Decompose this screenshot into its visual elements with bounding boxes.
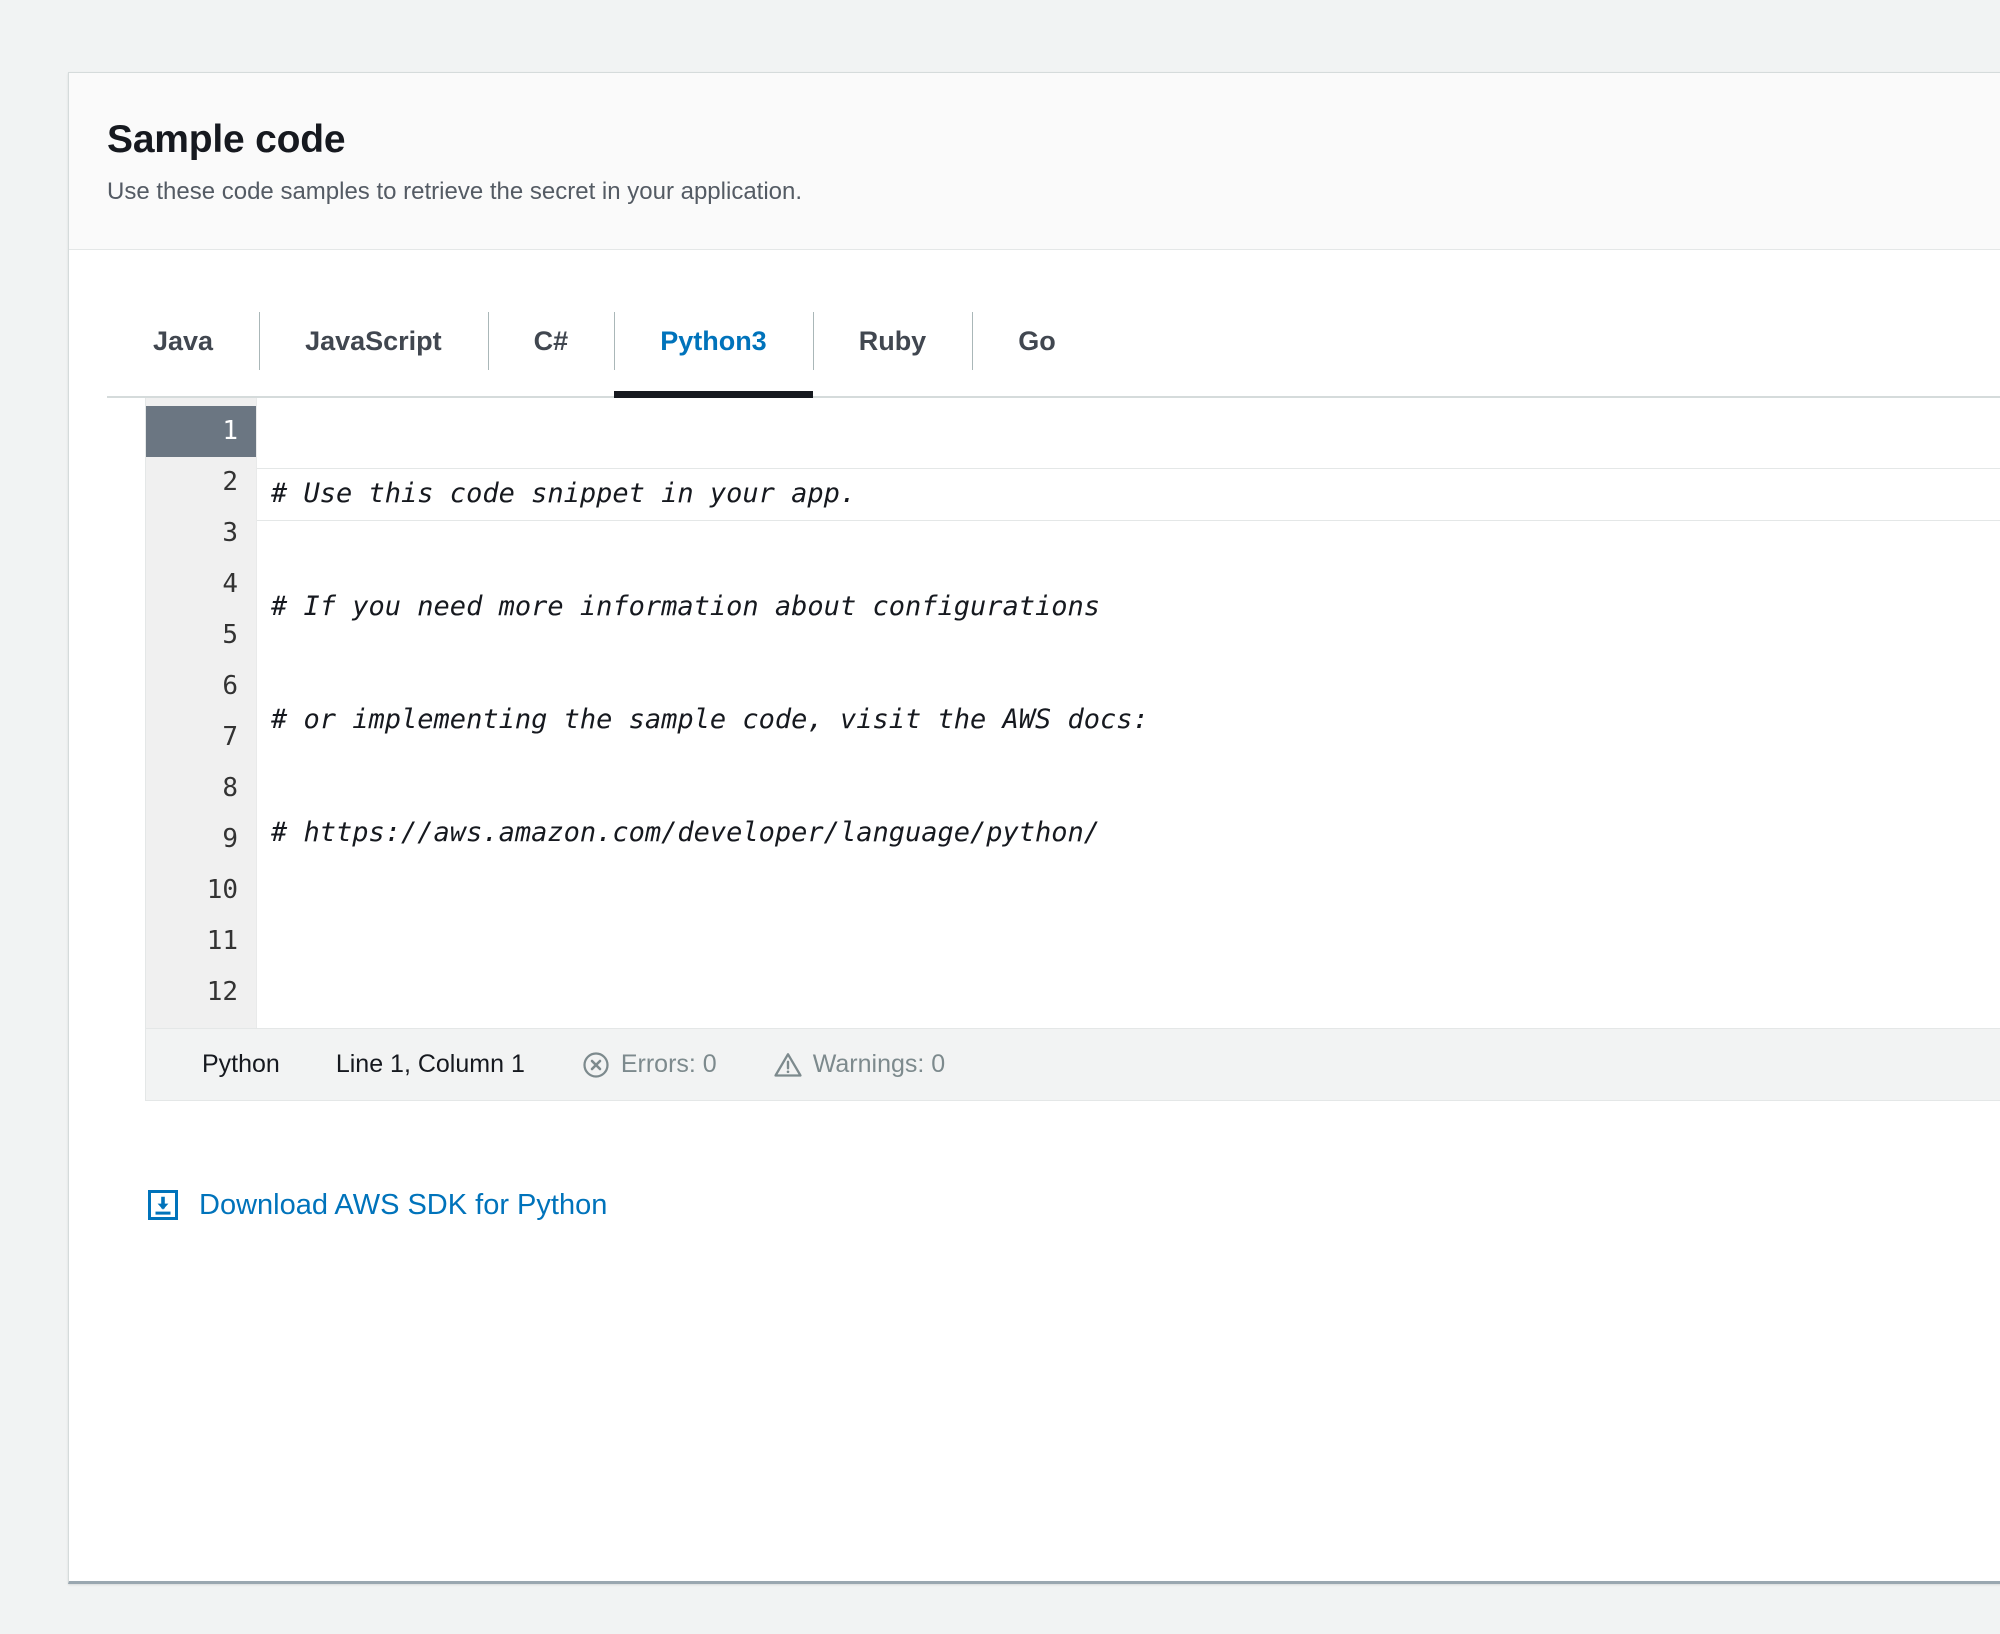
line-number: 12 (206, 977, 238, 1007)
code-line: # If you need more information about con… (271, 591, 1101, 622)
line-number: 9 (222, 824, 238, 854)
status-errors-label: Errors: 0 (620, 1050, 717, 1078)
code-text-area[interactable]: # Use this code snippet in your app. # I… (256, 398, 2000, 1028)
line-number: 4 (222, 569, 238, 599)
page-title: Sample code (107, 118, 346, 161)
download-link-label[interactable]: Download AWS SDK for Python (199, 1188, 608, 1221)
line-number: 7 (222, 722, 238, 752)
line-number: 2 (222, 467, 238, 497)
status-errors: Errors: 0 (581, 1050, 717, 1080)
tab-csharp[interactable]: C# (487, 286, 615, 396)
line-number: 3 (222, 518, 238, 548)
status-language-label: Python (202, 1050, 280, 1078)
status-warnings: Warnings: 0 (773, 1050, 945, 1080)
line-number: 8 (222, 773, 238, 803)
line-number-gutter: 1 2 3 4 5 6 7 8 9 10 11 12 13 14 15 (146, 398, 256, 1028)
line-number: 6 (222, 671, 238, 701)
tab-label: C# (533, 325, 569, 356)
tab-label: Ruby (858, 325, 927, 356)
error-circle-icon (581, 1050, 611, 1080)
code-line: # Use this code snippet in your app. (257, 468, 2000, 521)
line-number: 5 (222, 620, 238, 650)
tab-label: Go (1018, 325, 1056, 356)
line-number: 13 (146, 1018, 256, 1028)
code-editor-body[interactable]: 1 2 3 4 5 6 7 8 9 10 11 12 13 14 15 (146, 398, 2000, 1028)
tab-java[interactable]: Java (107, 286, 259, 396)
line-number: 1 (146, 406, 256, 457)
tabs-container: Java JavaScript C# Python3 Ruby Go 1 (69, 286, 2000, 1223)
tab-label: Python3 (660, 325, 767, 356)
code-editor[interactable]: 1 2 3 4 5 6 7 8 9 10 11 12 13 14 15 (145, 398, 2000, 1101)
line-number: 11 (206, 926, 238, 956)
tab-label: JavaScript (305, 325, 442, 356)
tab-ruby[interactable]: Ruby (812, 286, 973, 396)
card-header: Sample code Use these code samples to re… (69, 73, 2000, 250)
download-sdk-link[interactable]: Download AWS SDK for Python (145, 1187, 2000, 1223)
editor-status-bar: Python Line 1, Column 1 Errors: 0 (146, 1028, 2000, 1100)
line-number: 10 (206, 875, 238, 905)
page-subtitle: Use these code samples to retrieve the s… (107, 178, 803, 205)
status-cursor-label: Line 1, Column 1 (335, 1050, 525, 1078)
status-cursor-position: Line 1, Column 1 (336, 1050, 525, 1079)
code-line: # https://aws.amazon.com/developer/langu… (271, 817, 1101, 848)
tab-python3[interactable]: Python3 (614, 286, 813, 398)
code-line: # or implementing the sample code, visit… (271, 704, 1149, 735)
tab-label: Java (153, 325, 214, 356)
status-warnings-label: Warnings: 0 (812, 1050, 946, 1078)
tab-go[interactable]: Go (972, 286, 1102, 396)
language-tab-bar: Java JavaScript C# Python3 Ruby Go (107, 286, 2000, 398)
warning-triangle-icon (773, 1050, 803, 1080)
code-line (271, 920, 2000, 971)
status-language: Python (202, 1050, 280, 1079)
tab-javascript[interactable]: JavaScript (259, 286, 488, 396)
download-icon (145, 1187, 181, 1223)
sample-code-card: Sample code Use these code samples to re… (68, 72, 2000, 1584)
